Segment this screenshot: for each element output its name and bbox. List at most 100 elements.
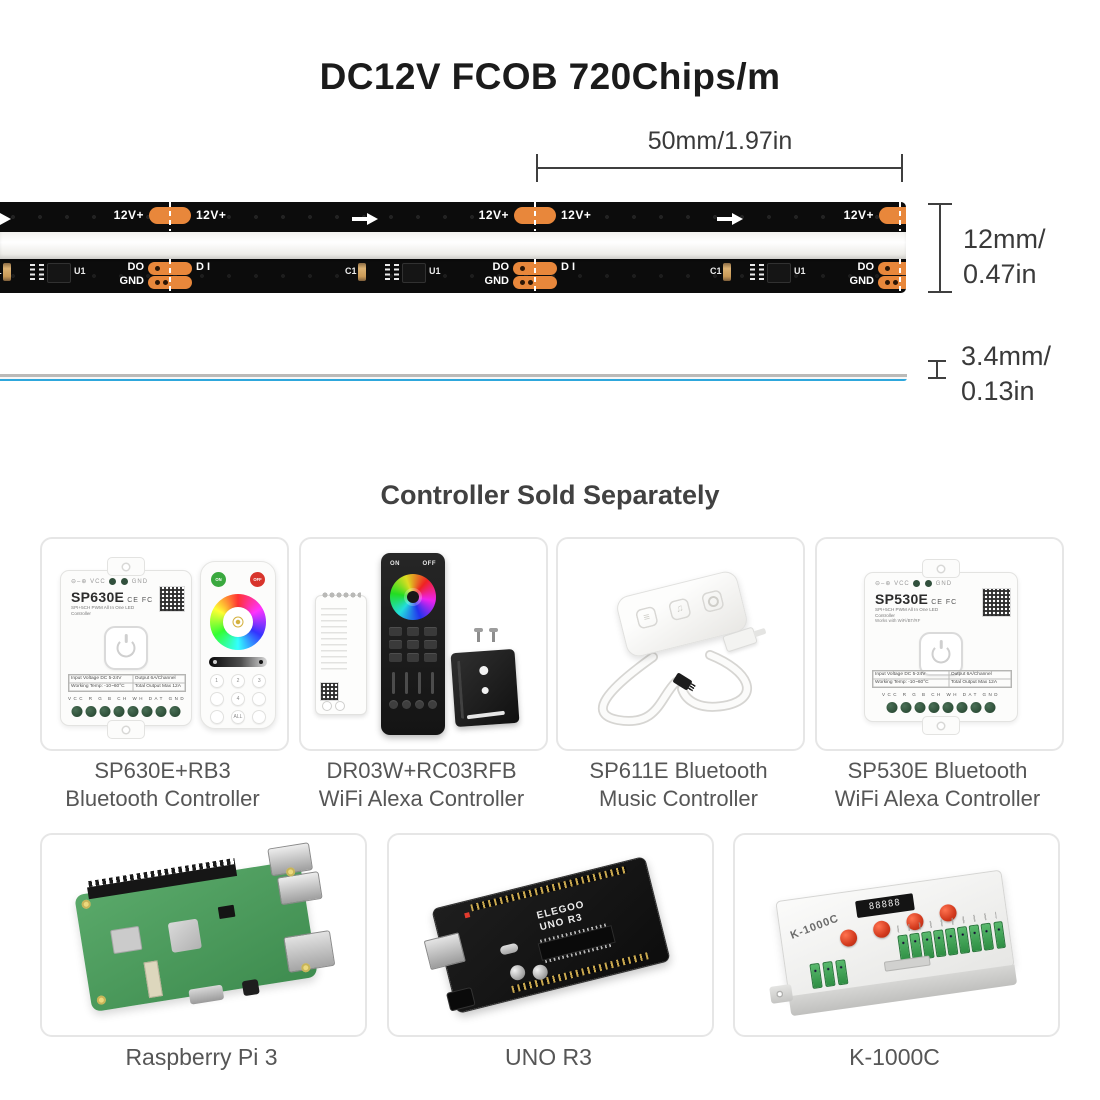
capacitor-label: C1 — [345, 266, 357, 276]
sp530e-subtitle: SPI+5CH PWM All In One LED Controller — [875, 607, 939, 618]
remote-key-icon — [389, 640, 402, 649]
soc-chip-icon — [167, 918, 202, 953]
terminal-screw-icon — [141, 706, 153, 717]
direction-arrow-icon — [717, 213, 743, 225]
sp530e-top-row: ⊖–⊕ VCC GND — [875, 580, 1010, 587]
caption-line: WiFi Alexa Controller — [318, 786, 525, 811]
round-key-icon — [428, 700, 437, 709]
mounting-hole-icon — [300, 962, 311, 973]
width-dimension-label-line1: 12mm/ — [963, 224, 1046, 254]
wall-mount-bracket — [450, 648, 520, 728]
strip-side-blue-line — [0, 378, 907, 381]
terminal-block — [71, 706, 181, 717]
terminal-screw-icon — [113, 706, 125, 717]
thickness-dimension-label: 3.4mm/ 0.13in — [961, 339, 1051, 409]
controller-cables — [597, 650, 752, 727]
mounting-tab-icon — [107, 720, 145, 739]
slider-bar-icon — [405, 672, 408, 694]
chip-icon — [217, 904, 236, 920]
direction-arrow-icon — [0, 213, 11, 225]
strip-gnd-label: GND — [119, 275, 144, 287]
pad-hole-icon — [893, 280, 898, 285]
ic-pad-marks — [39, 264, 44, 280]
remote-onoff-row: ON OFF — [390, 561, 436, 567]
strip-power-label: 12V+ — [196, 208, 227, 222]
product-caption: SP530E Bluetooth WiFi Alexa Controller — [815, 757, 1060, 813]
k1000c-controller: K-1000C 88888 — [769, 869, 1018, 1017]
remote-key-icon — [424, 640, 437, 649]
terminal-screw-icon — [886, 702, 898, 713]
dc-polarity-icon: ⊖–⊕ — [71, 579, 88, 586]
remote-key: 1 — [209, 674, 224, 688]
dc-polarity-icon: ⊖–⊕ — [875, 581, 892, 588]
product-card-k1000c: K-1000C 88888 — [733, 833, 1060, 1037]
uno-r3-board: ELEGOO UNO R3 — [423, 855, 671, 1015]
ic-label: U1 — [74, 266, 86, 276]
ic-pad-marks — [30, 264, 35, 280]
slider-bar-icon — [431, 672, 434, 694]
product-caption: DR03W+RC03RFB WiFi Alexa Controller — [299, 757, 544, 813]
terminal-screw-icon — [99, 706, 111, 717]
gpio-header-icon — [87, 863, 238, 900]
pin-labels: VCC R G B CH WH DAT GND — [68, 696, 187, 701]
spec-cell: Output 6A/Channel — [949, 671, 1011, 679]
solder-pad-gnd — [878, 276, 906, 289]
remote-on-button: ON — [390, 561, 400, 567]
capacitor-icon — [358, 263, 366, 281]
red-button-icon — [839, 928, 859, 948]
terminal-screw-icon — [928, 702, 940, 713]
caption-line: SP611E Bluetooth — [589, 758, 768, 783]
remote-round-buttons — [389, 700, 437, 709]
camera-connector-icon — [143, 960, 163, 999]
mounting-hole-icon — [96, 994, 107, 1006]
ic-label: U1 — [429, 266, 441, 276]
thickness-dimension-cap-bottom — [928, 377, 946, 379]
dr03w-module — [315, 590, 367, 715]
strip-power-label: 12V+ — [478, 208, 509, 222]
terminal-screw-icon — [992, 920, 1007, 950]
round-key-icon — [402, 700, 411, 709]
sp630e-subtitle: SPI+5CH PWM All In One LED Controller — [71, 605, 135, 616]
sp630e-top-row: ⊖–⊕ VCC GND — [71, 578, 184, 585]
bracket-slot-icon — [466, 710, 505, 720]
terminal-screw-icon — [968, 924, 983, 953]
strip-side-gap — [0, 377, 907, 379]
cert-marks: CE FC — [127, 597, 154, 604]
capacitor-icon — [508, 963, 527, 982]
hdmi-port-icon — [188, 984, 225, 1005]
terminal-screw-icon — [834, 959, 849, 986]
strip-do-label: DO — [127, 261, 145, 273]
terminal-screw-icon — [85, 706, 97, 717]
strip-side-shadow-line — [0, 374, 907, 377]
ic-chip-icon — [47, 263, 71, 283]
terminal-block — [886, 702, 996, 713]
remote-key-icon — [389, 653, 402, 662]
strip-gnd-label: GND — [484, 275, 509, 287]
remote-key — [209, 692, 224, 706]
cut-line — [899, 259, 901, 293]
button-dot-icon — [109, 578, 117, 585]
vcc-label: VCC — [90, 579, 106, 586]
capacitor-icon — [3, 263, 11, 281]
strip-power-label: 12V+ — [843, 208, 874, 222]
led-indicator-icon — [464, 912, 471, 919]
vcc-label: VCC — [894, 581, 910, 588]
usb-port-icon — [423, 932, 466, 971]
strip-gnd-label: GND — [849, 275, 874, 287]
length-dimension-line — [537, 167, 903, 169]
capacitor-icon — [723, 263, 731, 281]
power-button — [104, 626, 148, 670]
width-dimension-line — [939, 204, 941, 293]
remote-key-icon — [389, 627, 402, 636]
remote-key-icon — [406, 653, 420, 662]
spec-cell: Total Output Max 12A — [949, 679, 1011, 687]
cut-line — [169, 259, 171, 293]
